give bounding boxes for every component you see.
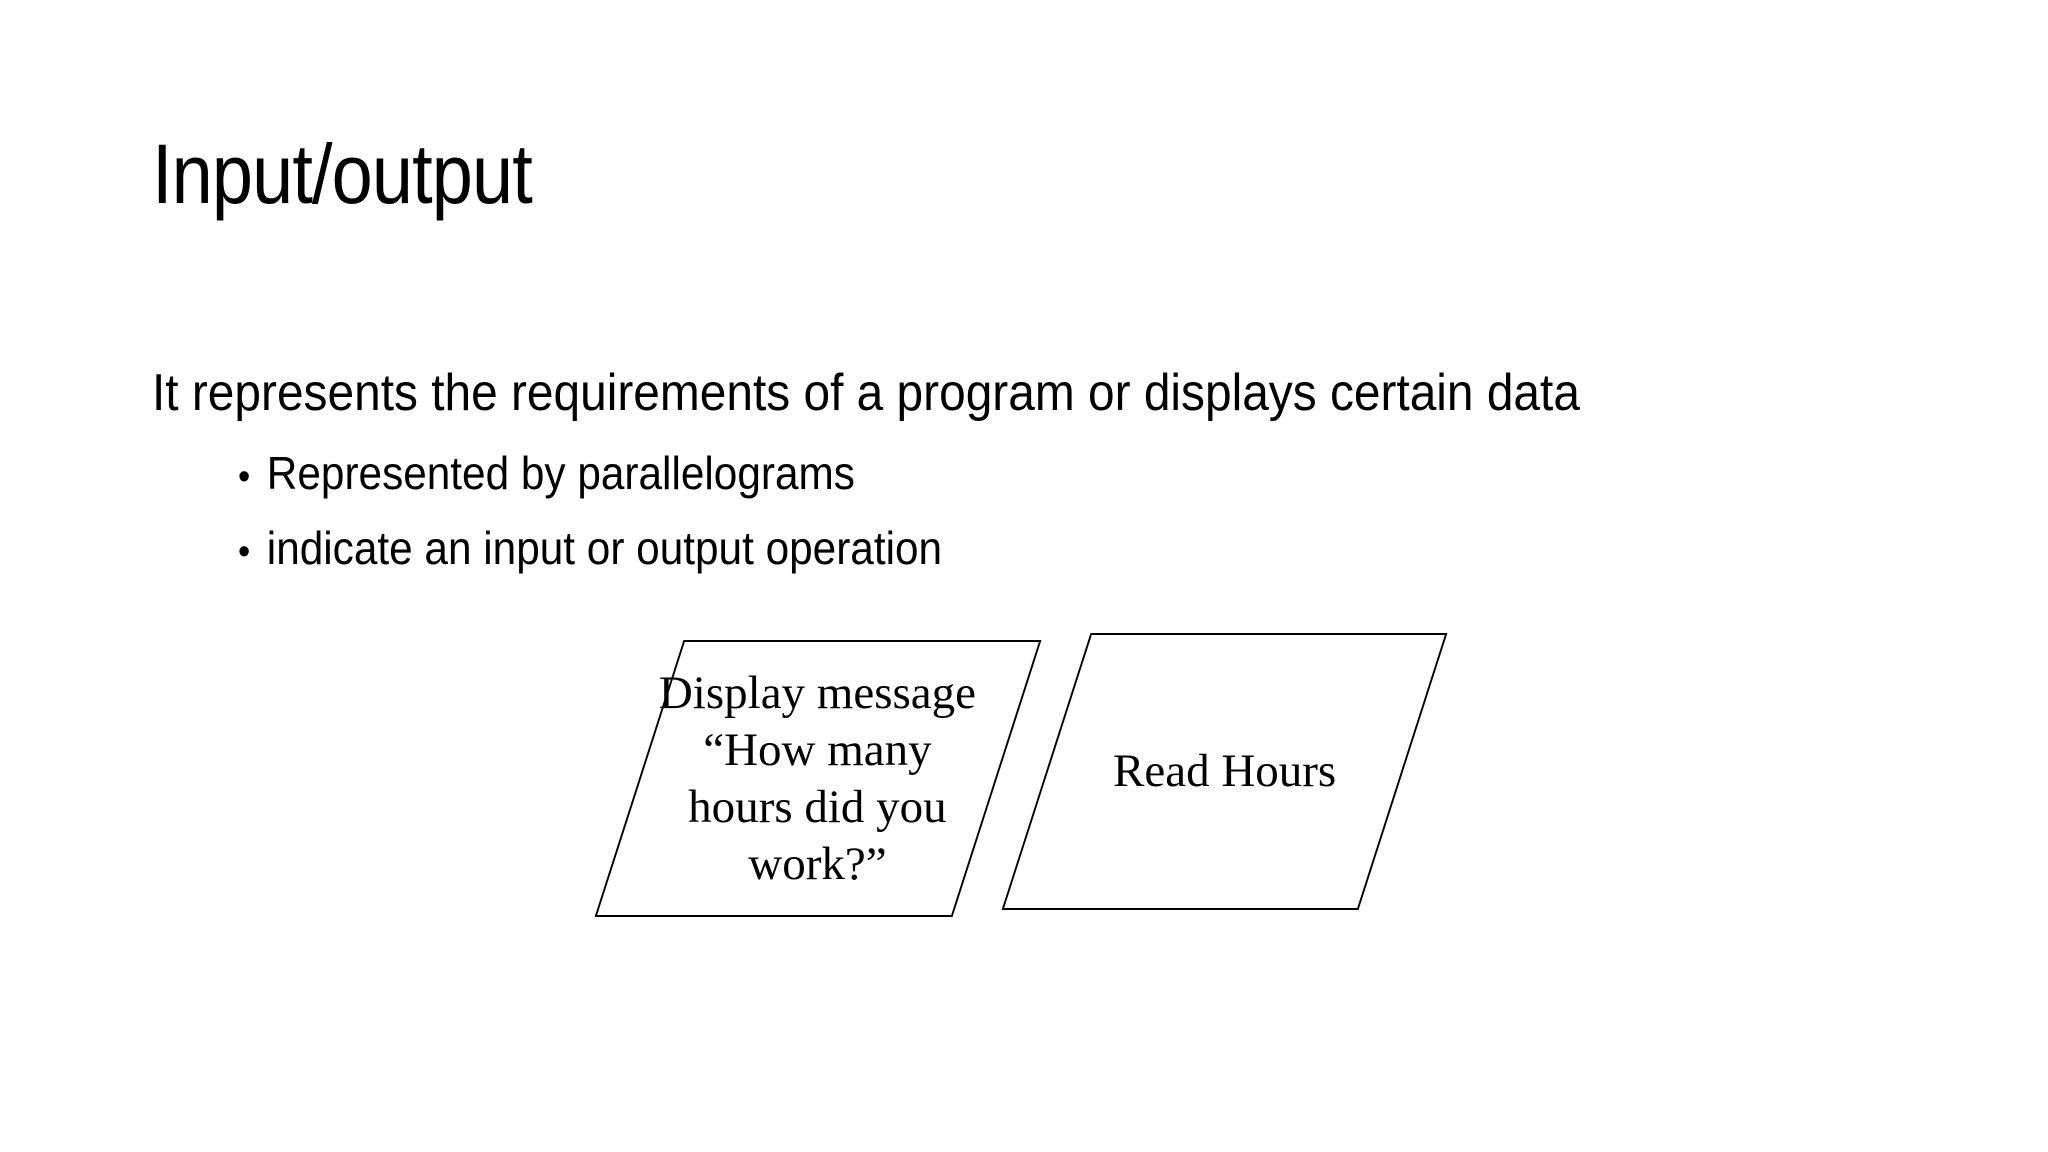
shape-label: Display message “How many hours did you … xyxy=(659,666,977,890)
slide-title: Input/output xyxy=(152,127,533,221)
bullet-text: indicate an input or output operation xyxy=(266,522,943,574)
bullet-item: • indicate an input or output operation xyxy=(238,521,942,576)
bullet-marker: • xyxy=(238,456,251,498)
body-text: It represents the requirements of a prog… xyxy=(152,364,1580,422)
bullet-text: Represented by parallelograms xyxy=(266,447,855,499)
parallelogram-read-hours: Read Hours xyxy=(1001,633,1448,910)
bullet-item: • Represented by parallelograms xyxy=(238,446,855,501)
parallelogram-display-message: Display message “How many hours did you … xyxy=(594,640,1042,917)
shape-label: Read Hours xyxy=(1112,745,1337,797)
bullet-marker: • xyxy=(238,531,251,573)
